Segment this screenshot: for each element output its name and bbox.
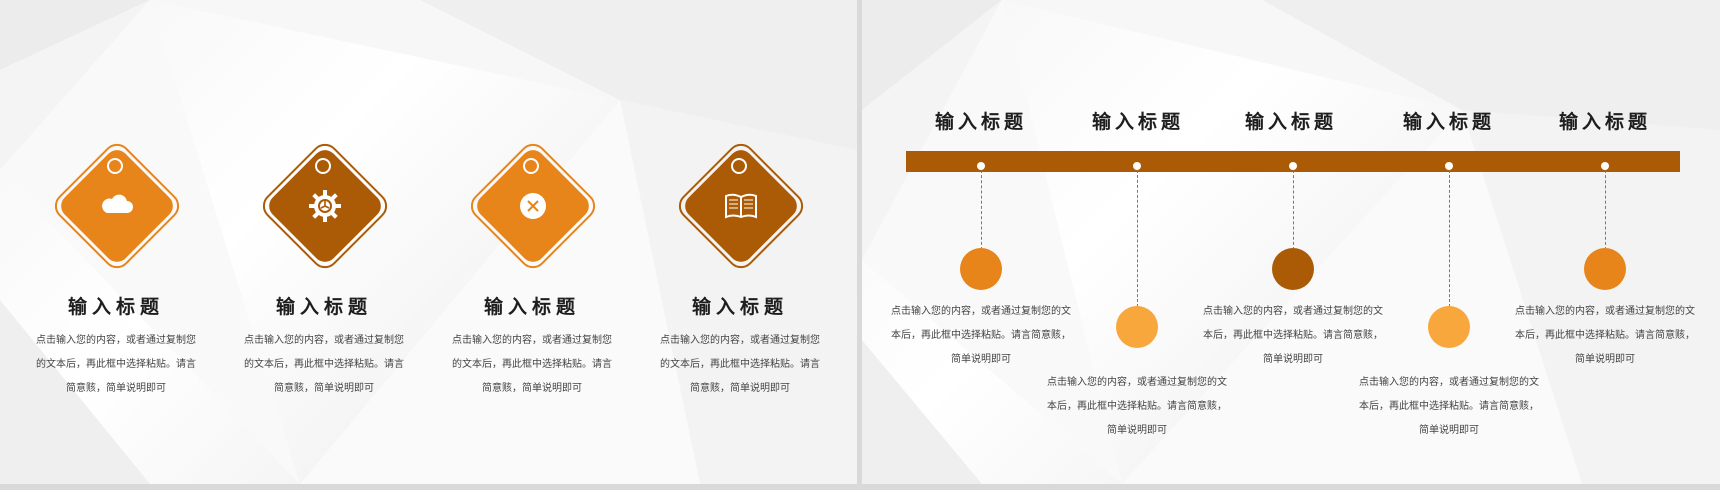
tag-hole bbox=[731, 158, 747, 174]
tag-hole bbox=[315, 158, 331, 174]
diamond-badge bbox=[257, 138, 393, 274]
timeline-dot bbox=[1133, 162, 1141, 170]
timeline-dot bbox=[1601, 162, 1609, 170]
timeline-description: 点击输入您的内容，或者通过复制您的文本后，再此框中选择粘贴。请言简意赅，简单说明… bbox=[1047, 377, 1227, 436]
timeline-connector bbox=[1292, 170, 1294, 250]
card-description: 点击输入您的内容，或者通过复制您的文本后，再此框中选择粘贴。请言简意赅，简单说明… bbox=[452, 335, 612, 394]
card-description: 点击输入您的内容，或者通过复制您的文本后，再此框中选择粘贴。请言简意赅，简单说明… bbox=[36, 335, 196, 394]
timeline-connector bbox=[1604, 170, 1606, 250]
card-title: 输入标题 bbox=[483, 296, 580, 318]
timeline-node bbox=[1116, 306, 1158, 348]
close-circle-icon bbox=[520, 193, 546, 219]
book-icon bbox=[725, 193, 757, 219]
timeline-connector bbox=[1136, 170, 1138, 307]
card-description: 点击输入您的内容，或者通过复制您的文本后，再此框中选择粘贴。请言简意赅，简单说明… bbox=[660, 335, 820, 394]
timeline-title: 输入标题 bbox=[1091, 111, 1184, 133]
card-description: 点击输入您的内容，或者通过复制您的文本后，再此框中选择粘贴。请言简意赅，简单说明… bbox=[244, 335, 404, 394]
card-title: 输入标题 bbox=[67, 296, 164, 318]
timeline-title: 输入标题 bbox=[934, 111, 1027, 133]
timeline-description: 点击输入您的内容，或者通过复制您的文本后，再此框中选择粘贴。请言简意赅，简单说明… bbox=[891, 306, 1071, 365]
timeline-dot bbox=[1445, 162, 1453, 170]
background-facets bbox=[0, 0, 857, 484]
timeline-description: 点击输入您的内容，或者通过复制您的文本后，再此框中选择粘贴。请言简意赅，简单说明… bbox=[1359, 377, 1539, 436]
timeline-description: 点击输入您的内容，或者通过复制您的文本后，再此框中选择粘贴。请言简意赅，简单说明… bbox=[1515, 306, 1695, 365]
tag-hole bbox=[523, 158, 539, 174]
background-facets bbox=[862, 0, 1720, 484]
feature-card: 输入标题 点击输入您的内容，或者通过复制您的文本后，再此框中选择粘贴。请言简意赅… bbox=[636, 138, 844, 395]
timeline-description: 点击输入您的内容，或者通过复制您的文本后，再此框中选择粘贴。请言简意赅，简单说明… bbox=[1203, 306, 1383, 365]
cloud-icon bbox=[102, 194, 133, 213]
card-title: 输入标题 bbox=[691, 296, 788, 318]
timeline-title: 输入标题 bbox=[1558, 111, 1651, 133]
diamond-badge bbox=[673, 138, 809, 274]
timeline-connector bbox=[1448, 170, 1450, 307]
diamond-badge bbox=[465, 138, 601, 274]
timeline-node bbox=[960, 248, 1002, 290]
gear-icon bbox=[309, 190, 341, 222]
timeline-dot bbox=[977, 162, 985, 170]
timeline-node bbox=[1584, 248, 1626, 290]
tag-hole bbox=[107, 158, 123, 174]
slide-left: 输入标题 点击输入您的内容，或者通过复制您的文本后，再此框中选择粘贴。请言简意赅… bbox=[0, 0, 857, 484]
card-title: 输入标题 bbox=[275, 296, 372, 318]
timeline-node bbox=[1272, 248, 1314, 290]
feature-card: 输入标题 点击输入您的内容，或者通过复制您的文本后，再此框中选择粘贴。请言简意赅… bbox=[428, 138, 636, 395]
timeline-node bbox=[1428, 306, 1470, 348]
feature-card: 输入标题 点击输入您的内容，或者通过复制您的文本后，再此框中选择粘贴。请言简意赅… bbox=[12, 138, 220, 395]
diamond-badge bbox=[49, 138, 185, 274]
timeline-title: 输入标题 bbox=[1244, 111, 1337, 133]
timeline-title: 输入标题 bbox=[1402, 111, 1495, 133]
timeline-bar bbox=[906, 151, 1680, 172]
timeline-dot bbox=[1289, 162, 1297, 170]
timeline-connector bbox=[980, 170, 982, 250]
feature-card: 输入标题 点击输入您的内容，或者通过复制您的文本后，再此框中选择粘贴。请言简意赅… bbox=[220, 138, 428, 395]
slide-right: 输入标题 输入标题 输入标题 输入标题 输入标题 点击输入您的内容，或者通过复制… bbox=[862, 0, 1720, 484]
